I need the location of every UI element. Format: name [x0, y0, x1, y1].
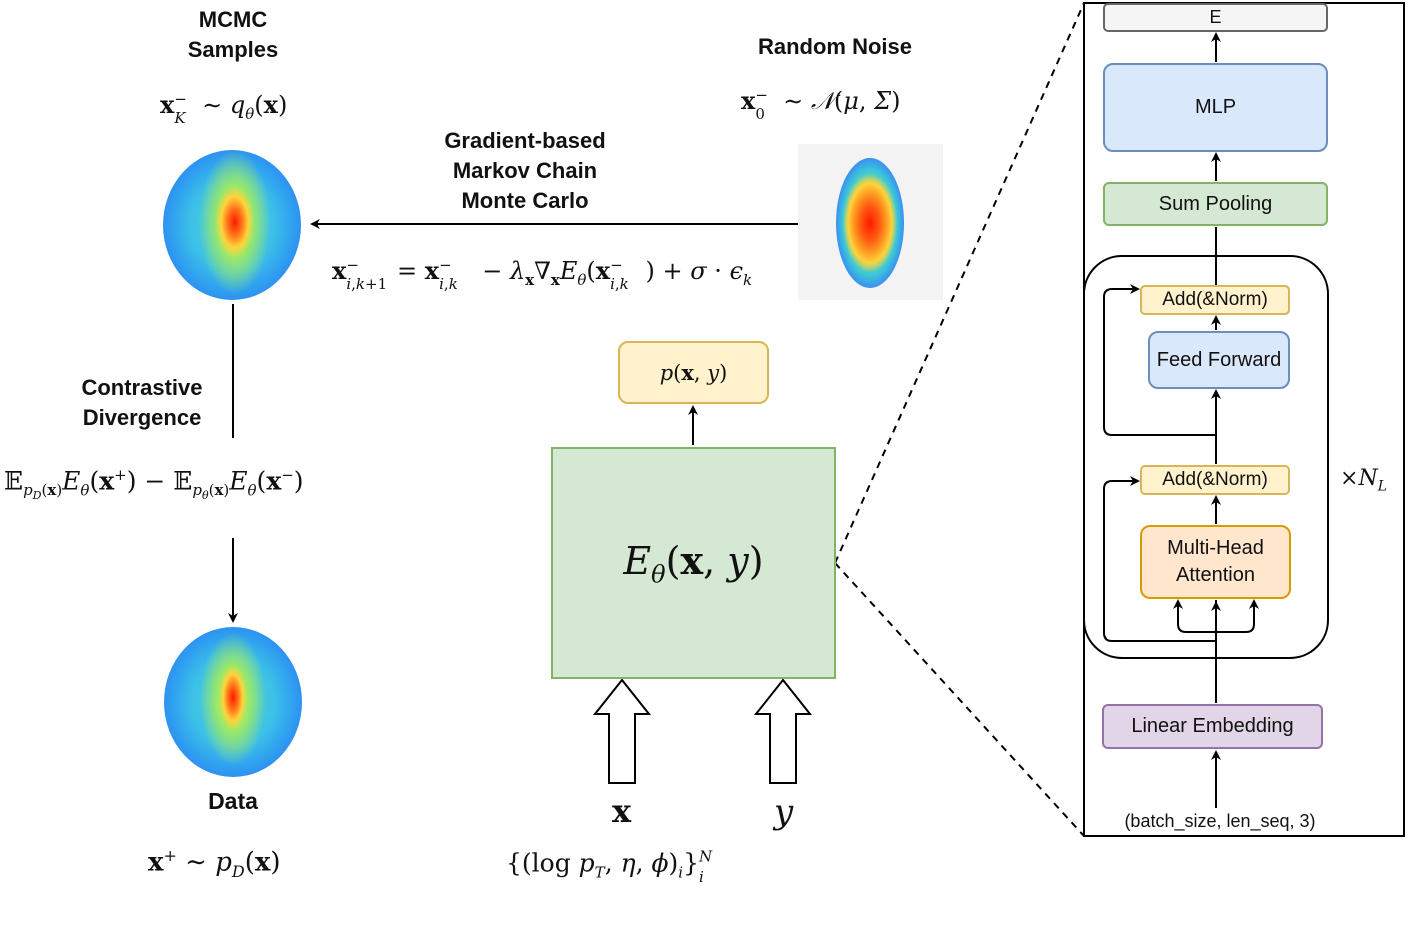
mcmc-title-line1: MCMC: [198, 7, 268, 32]
random-noise-heatmap: [798, 144, 943, 300]
random-noise-formula: x−0 ∼ 𝒩(μ, Σ): [741, 86, 901, 123]
energy-output-box: E: [1103, 3, 1328, 32]
add-norm-bottom-box: Add(&Norm): [1140, 465, 1290, 495]
contrastive-divergence-formula: 𝔼pD(x)Eθ(x+) − 𝔼pθ(x)Eθ(x−): [4, 466, 304, 503]
mcmc-samples-heatmap: [159, 144, 305, 304]
input-x-label: x: [612, 792, 631, 830]
zoom-line-top: [834, 2, 1085, 564]
data-title: Data: [208, 788, 258, 814]
add-norm-top-box: Add(&Norm): [1140, 285, 1290, 315]
input-shape-label: (batch_size, len_seq, 3): [1124, 811, 1316, 831]
zoom-line-bottom: [834, 562, 1085, 837]
input-y-text: y: [774, 792, 794, 832]
linear-embedding-box: Linear Embedding: [1102, 704, 1323, 749]
sum-pooling-box: Sum Pooling: [1103, 182, 1328, 226]
mha-label-line1: Multi-Head: [1167, 537, 1264, 559]
data-heatmap: [160, 623, 306, 783]
mlp-box: MLP: [1103, 63, 1328, 152]
mha-label-line2: Attention: [1176, 564, 1255, 586]
langevin-update-formula: x−i,k+1 = x−i,k − λx∇xEθ(x−i,k ) + σ · ϵ…: [332, 256, 753, 293]
transformer-block: [1083, 255, 1329, 659]
mcmc-method-line3: Monte Carlo: [461, 188, 589, 213]
mcmc-method-title: Gradient-based Markov Chain Monte Carlo: [410, 126, 640, 216]
multi-head-attention-box: Multi-Head Attention: [1140, 525, 1291, 599]
cd-title-line1: Contrastive: [81, 375, 203, 400]
input-y-label: y: [774, 792, 793, 832]
random-noise-title: Random Noise: [757, 34, 913, 59]
cd-title-line2: Divergence: [82, 405, 202, 430]
joint-probability-box: p(x, y): [618, 341, 769, 404]
input-x-text: x: [612, 792, 632, 830]
x-input-arrow: [592, 678, 652, 784]
contrastive-divergence-title: Contrastive Divergence: [62, 373, 222, 433]
mcmc-samples-formula: x−K ∼ qθ(x): [160, 90, 288, 127]
y-input-arrow: [753, 678, 813, 784]
feed-forward-box: Feed Forward: [1148, 331, 1290, 389]
mcmc-title-line2: Samples: [187, 37, 279, 62]
repeat-count-label: ×NL: [1340, 466, 1387, 495]
energy-function-box: Eθ(x, y): [551, 447, 836, 679]
mcmc-method-line2: Markov Chain: [452, 158, 598, 183]
mcmc-samples-title: MCMC Samples: [163, 5, 303, 65]
mcmc-method-line1: Gradient-based: [444, 128, 606, 153]
data-formula: x+ ∼ pD(x): [148, 846, 281, 881]
